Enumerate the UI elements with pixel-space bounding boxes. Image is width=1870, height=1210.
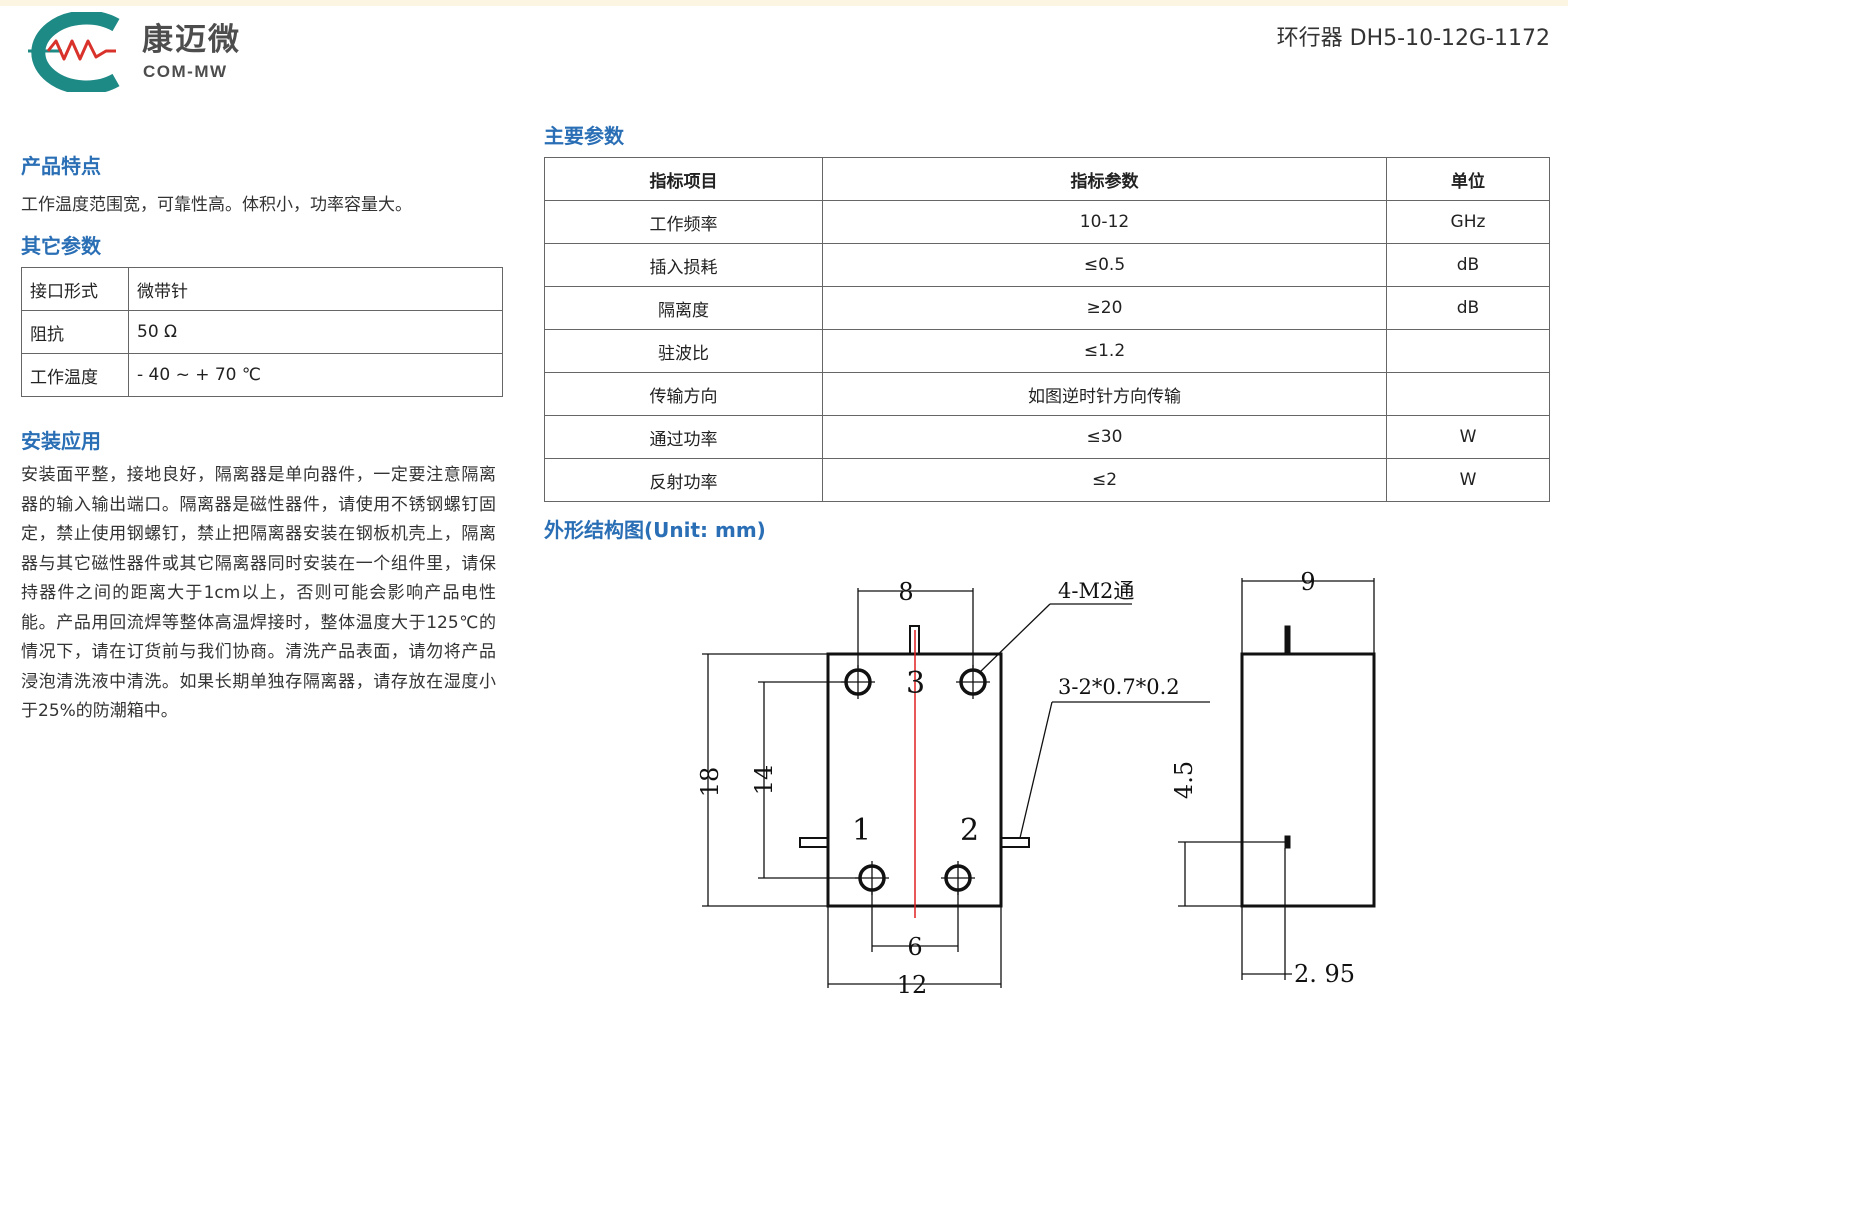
side-pin-top: [1284, 625, 1291, 655]
logo-english-name: COM-MW: [143, 62, 228, 81]
table-cell: 传输方向: [544, 372, 823, 416]
dim-label-hole-pitch: 14: [750, 765, 778, 796]
dim-label-top-width: 8: [898, 578, 913, 606]
body-side-view: [1240, 652, 1376, 908]
dim-label-pin-height: 4.5: [1170, 761, 1198, 799]
table-cell: ≤0.5: [822, 243, 1387, 287]
table-cell: ≤1.2: [822, 329, 1387, 373]
table-cell: W: [1386, 458, 1550, 502]
features-text: 工作温度范围宽，可靠性高。体积小，功率容量大。: [21, 195, 412, 215]
table-cell: dB: [1386, 243, 1550, 287]
install-heading: 安装应用: [21, 429, 101, 453]
install-text: 安装面平整，接地良好，隔离器是单向器件，一定要注意隔离器的输入输出端口。隔离器是…: [21, 465, 496, 721]
mounting-hole-icon: [841, 665, 875, 699]
document-title: 环行器 DH5-10-12G-1172: [1276, 26, 1550, 51]
table-row: 阻抗 50 Ω: [21, 310, 503, 354]
param-value: 微带针: [128, 267, 503, 311]
table-cell: 隔离度: [544, 286, 823, 330]
column-header: 指标参数: [822, 157, 1387, 201]
table-cell: 插入损耗: [544, 243, 823, 287]
table-row: 工作频率 10-12 GHz: [544, 200, 1550, 244]
mounting-hole-icon: [956, 665, 990, 699]
param-key: 工作温度: [21, 353, 129, 397]
port-label-3: 3: [906, 666, 925, 701]
dim-label-body-width: 12: [897, 971, 928, 999]
table-cell: 通过功率: [544, 415, 823, 459]
logo-chinese-name: 康迈微: [142, 22, 241, 58]
side-pin: [1284, 835, 1291, 849]
pin-2: [1000, 837, 1030, 848]
table-cell: [1386, 329, 1550, 373]
mounting-hole-icon: [855, 861, 889, 895]
table-cell: ≥20: [822, 286, 1387, 330]
param-value: 50 Ω: [128, 310, 503, 354]
table-cell: [1386, 372, 1550, 416]
features-heading: 产品特点: [21, 154, 101, 178]
table-cell: W: [1386, 415, 1550, 459]
table-cell: 反射功率: [544, 458, 823, 502]
table-row: 反射功率 ≤2 W: [544, 458, 1550, 502]
other-params-heading: 其它参数: [21, 234, 101, 258]
top-accent-bar: [0, 0, 1568, 6]
dim-label-pins: 3-2*0.7*0.2: [1058, 675, 1180, 699]
company-logo-icon: MW: [28, 12, 120, 92]
table-header-row: 指标项目 指标参数 单位: [544, 157, 1550, 201]
table-row: 隔离度 ≥20 dB: [544, 286, 1550, 330]
param-value: - 40 ~ + 70 ℃: [128, 353, 503, 397]
main-params-heading: 主要参数: [544, 124, 624, 148]
table-cell: 工作频率: [544, 200, 823, 244]
table-cell: ≤2: [822, 458, 1387, 502]
dim-label-pin-offset: 2. 95: [1294, 960, 1355, 988]
table-row: 工作温度 - 40 ~ + 70 ℃: [21, 353, 503, 397]
param-key: 阻抗: [21, 310, 129, 354]
port-label-1: 1: [852, 813, 871, 848]
table-cell: ≤30: [822, 415, 1387, 459]
table-row: 接口形式 微带针: [21, 267, 503, 311]
table-cell: 10-12: [822, 200, 1387, 244]
table-cell: 如图逆时针方向传输: [822, 372, 1387, 416]
table-row: 通过功率 ≤30 W: [544, 415, 1550, 459]
table-row: 传输方向 如图逆时针方向传输: [544, 372, 1550, 416]
port-label-2: 2: [960, 813, 979, 848]
mounting-hole-icon: [941, 861, 975, 895]
other-params-table: 接口形式 微带针 阻抗 50 Ω 工作温度 - 40 ~ + 70 ℃: [21, 267, 503, 397]
pin-1: [799, 837, 829, 848]
main-params-table: 指标项目 指标参数 单位 工作频率 10-12 GHz 插入损耗 ≤0.5 dB…: [544, 157, 1550, 502]
dim-label-holes: 4-M2通: [1058, 579, 1134, 603]
column-header: 单位: [1386, 157, 1550, 201]
table-row: 驻波比 ≤1.2: [544, 329, 1550, 373]
table-cell: dB: [1386, 286, 1550, 330]
table-cell: 驻波比: [544, 329, 823, 373]
column-header: 指标项目: [544, 157, 823, 201]
table-cell: GHz: [1386, 200, 1550, 244]
param-key: 接口形式: [21, 267, 129, 311]
table-row: 插入损耗 ≤0.5 dB: [544, 243, 1550, 287]
outline-heading: 外形结构图(Unit: mm): [544, 518, 766, 542]
dim-label-side-width: 9: [1300, 568, 1315, 596]
dim-label-bottom-pitch: 6: [907, 933, 922, 961]
dim-label-height: 18: [696, 767, 724, 798]
outline-drawing: 8 4-M2通 9 3-2*0.7*0.2 18 14 4.5 6 12 2. …: [696, 568, 1376, 999]
